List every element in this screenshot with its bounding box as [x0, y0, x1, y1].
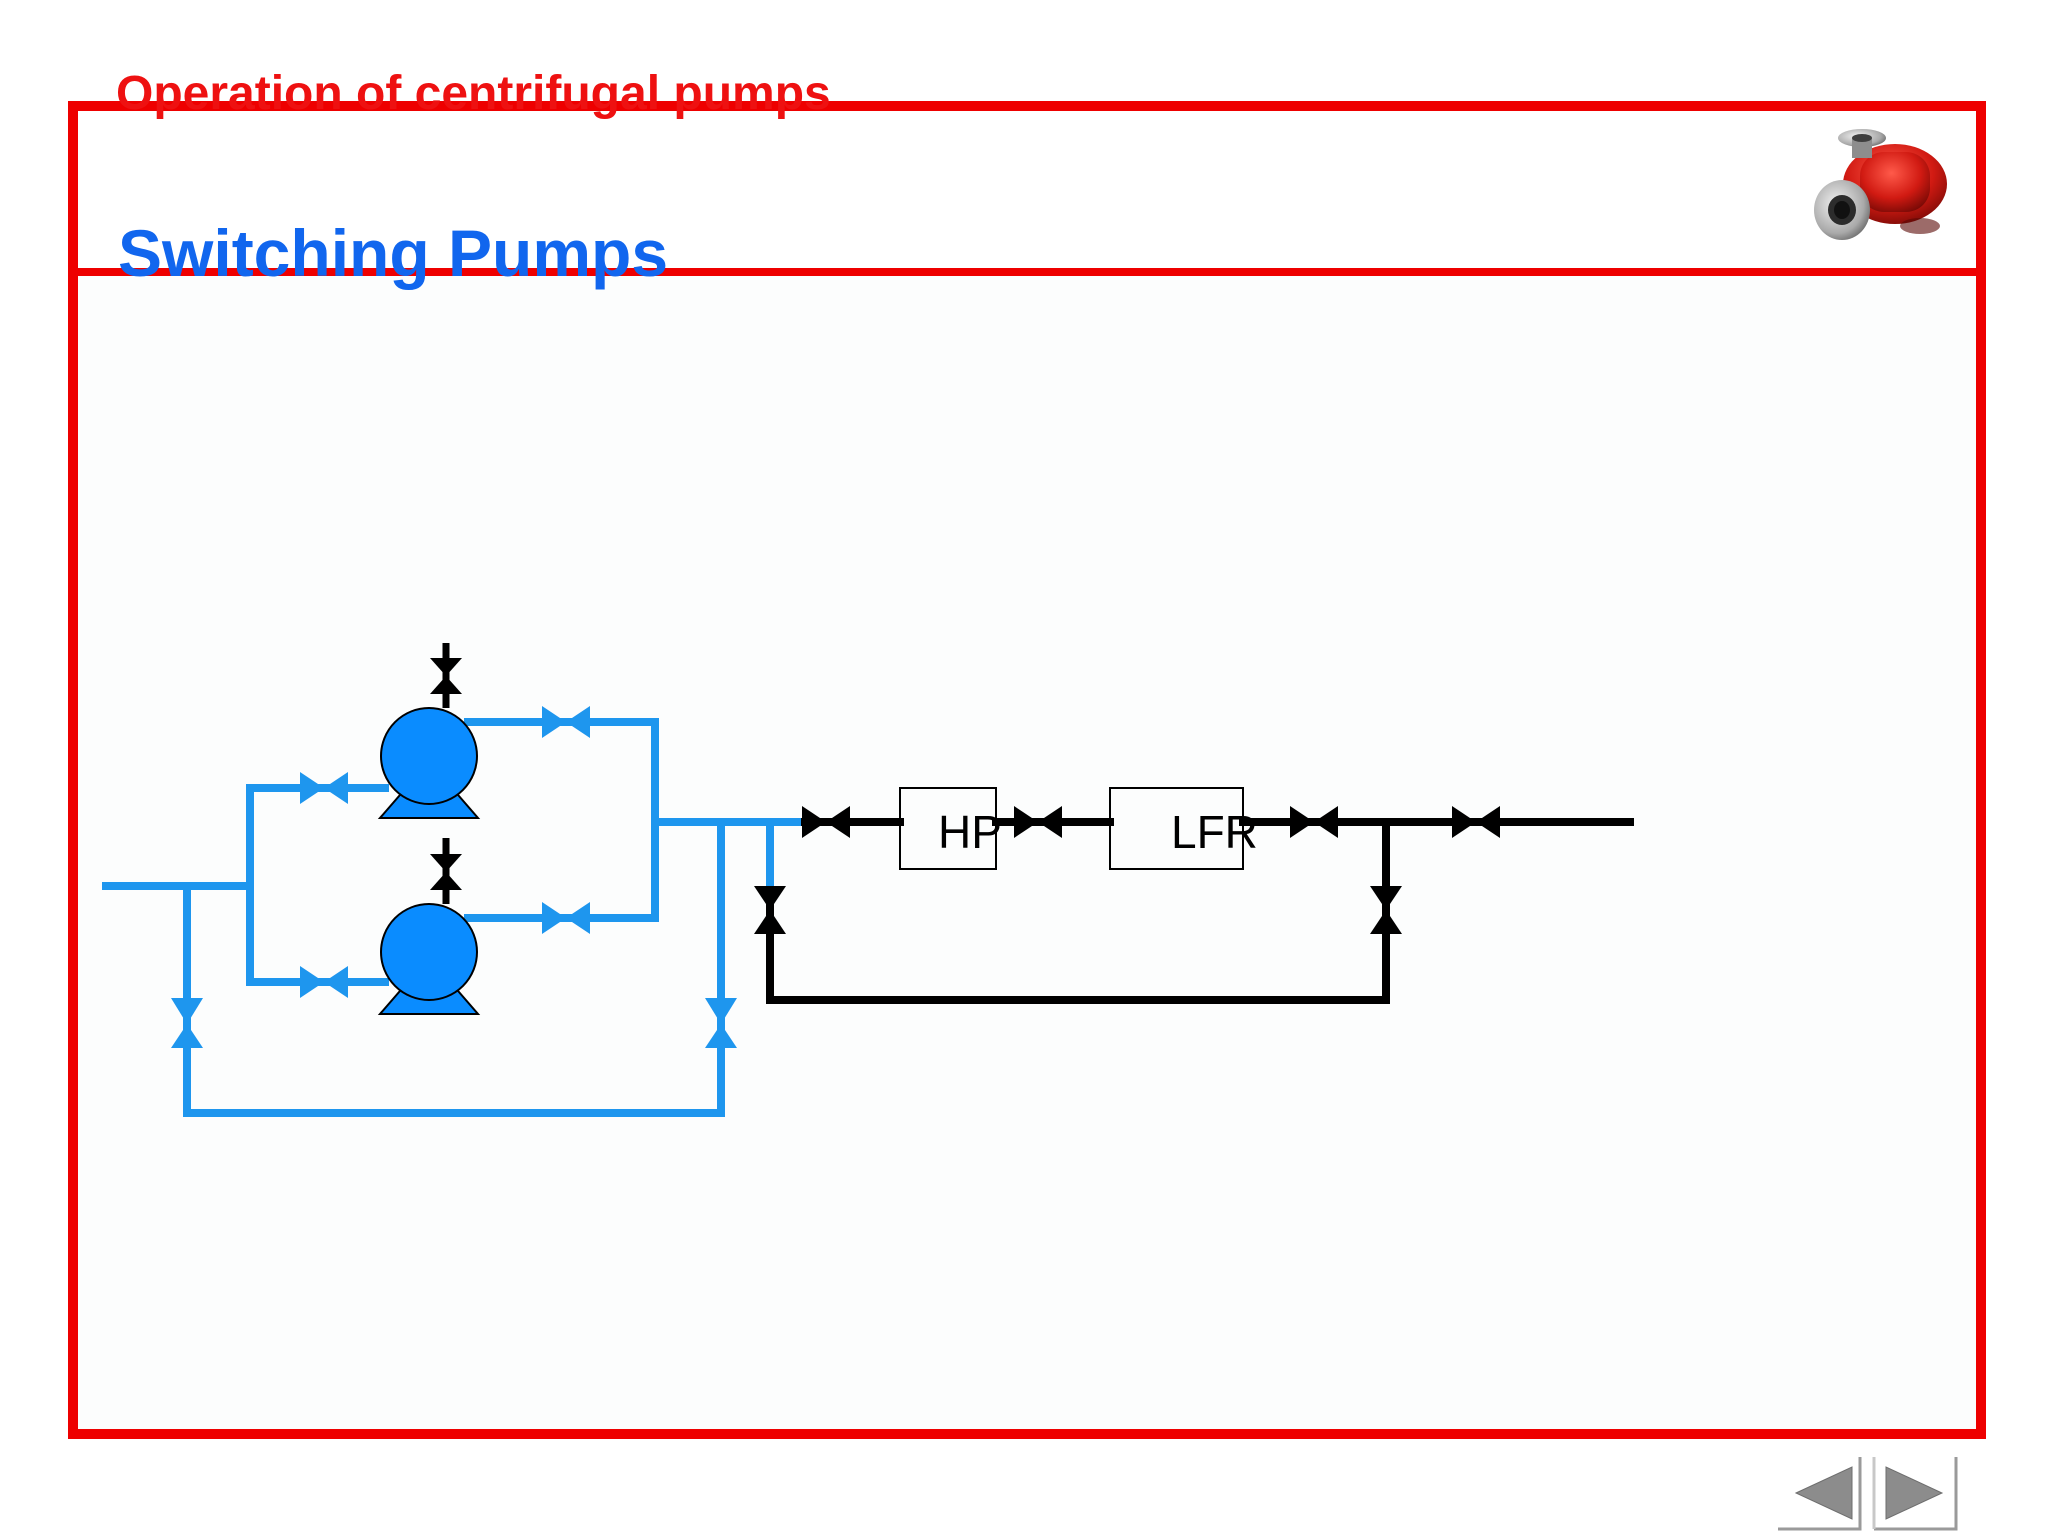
valve-icon[interactable] — [1370, 910, 1402, 934]
header-title: Operation of centrifugal pumps — [116, 67, 831, 120]
valve-icon[interactable] — [300, 772, 324, 804]
previous-slide-button[interactable] — [1776, 1455, 1862, 1531]
valve-icon[interactable] — [754, 886, 786, 910]
valve-icon[interactable] — [1370, 886, 1402, 910]
vent-valves — [430, 643, 462, 904]
valve-icon[interactable] — [1314, 806, 1338, 838]
valve-icon[interactable] — [430, 676, 462, 694]
valve-icon[interactable] — [705, 1024, 737, 1048]
valve-icon[interactable] — [705, 998, 737, 1024]
process-valves — [754, 806, 1500, 934]
valve-icon[interactable] — [566, 902, 590, 934]
hp-unit[interactable]: HP — [899, 787, 1002, 870]
valve-icon[interactable] — [171, 1024, 203, 1048]
header-divider — [78, 268, 1976, 276]
valve-icon[interactable] — [430, 872, 462, 890]
next-slide-button[interactable] — [1872, 1455, 1958, 1531]
pump-top[interactable] — [377, 707, 481, 819]
lfr-label: LFR — [1171, 806, 1258, 858]
pump-bottom[interactable] — [377, 903, 481, 1015]
valve-icon[interactable] — [171, 998, 203, 1024]
triangle-right-icon — [1885, 1466, 1944, 1520]
valve-icon[interactable] — [1290, 806, 1314, 838]
valve-icon[interactable] — [324, 772, 348, 804]
header-band — [78, 111, 1976, 268]
valve-icon[interactable] — [430, 854, 462, 872]
triangle-left-icon — [1794, 1466, 1853, 1520]
valve-icon[interactable] — [1452, 806, 1476, 838]
valve-icon[interactable] — [324, 966, 348, 998]
centrifugal-pump-photo-icon — [1814, 129, 1947, 240]
valve-icon[interactable] — [542, 706, 566, 738]
slide-title: Switching Pumps — [118, 216, 669, 290]
valve-icon[interactable] — [1014, 806, 1038, 838]
pump-piping — [102, 718, 809, 1117]
valve-icon[interactable] — [1038, 806, 1062, 838]
valve-icon[interactable] — [802, 806, 826, 838]
valve-icon[interactable] — [754, 910, 786, 934]
valve-icon[interactable] — [430, 658, 462, 676]
valve-icon[interactable] — [826, 806, 850, 838]
valve-icon[interactable] — [1476, 806, 1500, 838]
valve-icon[interactable] — [300, 966, 324, 998]
hp-label: HP — [938, 806, 1002, 858]
pump-valves — [171, 706, 737, 1048]
valve-icon[interactable] — [566, 706, 590, 738]
lfr-unit[interactable]: LFR — [1109, 787, 1258, 870]
valve-icon[interactable] — [542, 902, 566, 934]
